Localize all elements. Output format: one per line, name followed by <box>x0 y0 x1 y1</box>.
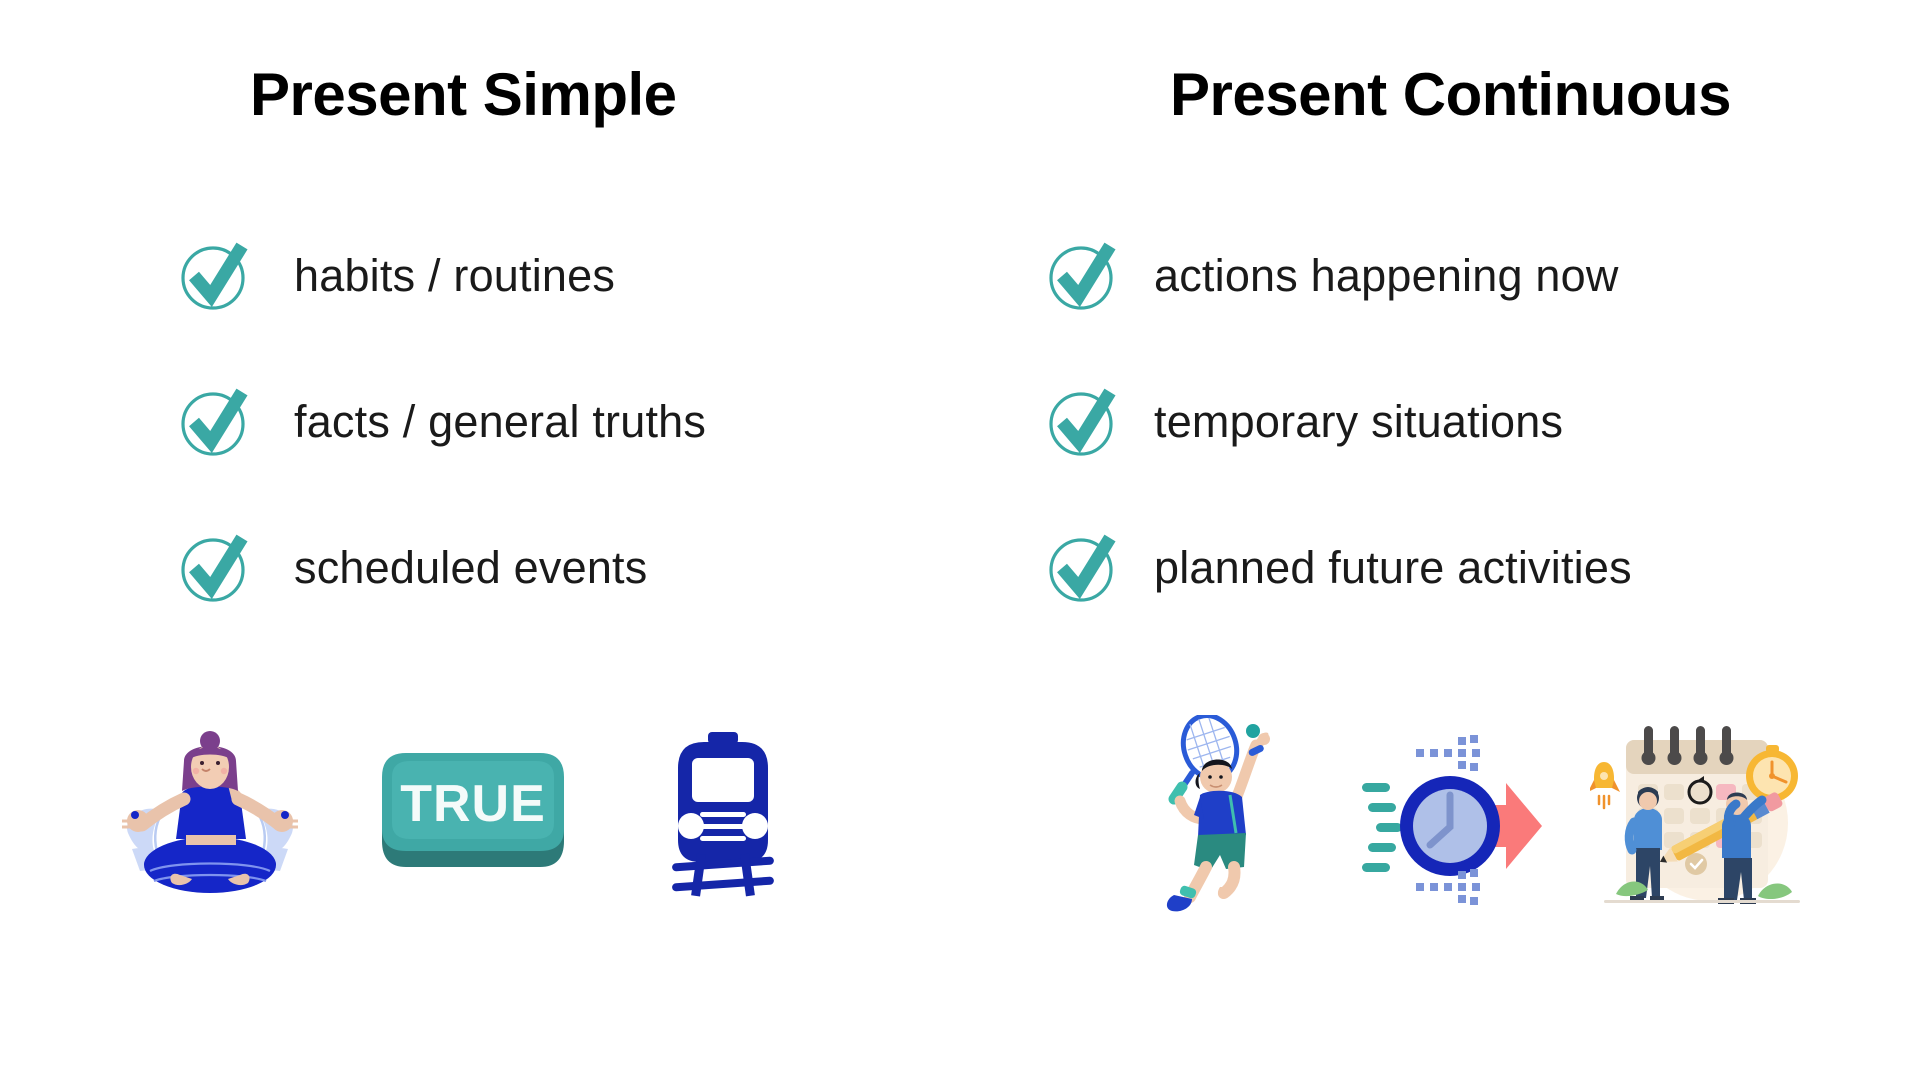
list-item: habits / routines <box>60 235 940 315</box>
calendar-planning-illustration <box>1590 718 1810 913</box>
list-item: scheduled events <box>60 527 940 607</box>
column-present-simple: Present Simple habits / routines <box>60 0 940 1080</box>
check-circle-icon <box>1046 384 1120 458</box>
illustration-strip-present-continuous <box>1000 700 1880 930</box>
check-circle-icon <box>1046 238 1120 312</box>
meditation-yoga-illustration <box>110 725 310 905</box>
checklist-present-simple: habits / routines facts / general truths <box>60 235 940 673</box>
list-item: facts / general truths <box>60 381 940 461</box>
list-item: planned future activities <box>1000 527 1880 607</box>
list-item-label: planned future activities <box>1154 541 1632 593</box>
check-circle-icon <box>1046 530 1120 604</box>
column-title-present-continuous: Present Continuous <box>1170 61 1732 128</box>
list-item-label: actions happening now <box>1154 249 1619 301</box>
list-item-label: facts / general truths <box>294 395 707 447</box>
list-item: temporary situations <box>1000 381 1880 461</box>
illustration-strip-present-simple: TRUE <box>60 700 940 930</box>
check-circle-icon <box>178 530 252 604</box>
clock-arrow-illustration <box>1350 723 1550 908</box>
check-circle-icon <box>178 384 252 458</box>
tennis-player-illustration <box>1150 715 1300 915</box>
list-item-label: temporary situations <box>1154 395 1564 447</box>
checklist-present-continuous: actions happening now temporary situatio… <box>1000 235 1880 673</box>
column-present-continuous: Present Continuous actions happening now <box>1000 0 1880 1080</box>
list-item-label: scheduled events <box>294 541 648 593</box>
list-item: actions happening now <box>1000 235 1880 315</box>
train-icon <box>658 728 788 903</box>
true-key-button-illustration[interactable]: TRUE <box>368 743 578 888</box>
true-key-label: TRUE <box>400 775 546 833</box>
column-title-present-simple: Present Simple <box>250 61 677 128</box>
check-circle-icon <box>178 238 252 312</box>
list-item-label: habits / routines <box>294 249 616 301</box>
